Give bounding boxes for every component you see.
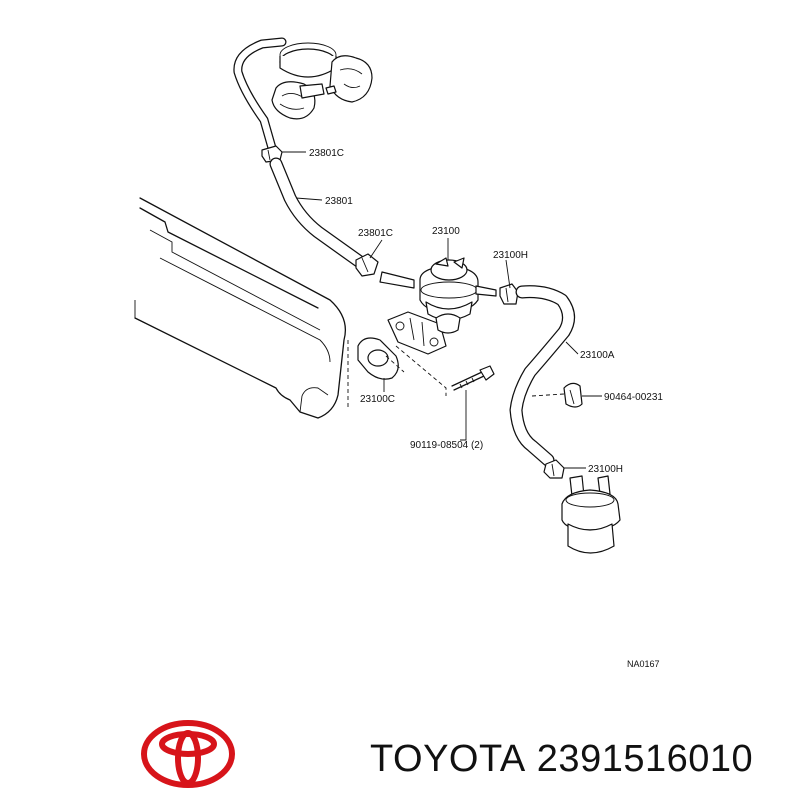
- hose-clip: [563, 382, 583, 408]
- leader-lines: [282, 151, 602, 469]
- fuel-hose-23801: [269, 157, 367, 269]
- label-bolt: 90119-08504 (2): [410, 440, 483, 451]
- label-clamp-outlet: 23100H: [493, 250, 528, 261]
- label-fuel-pump: 23100: [432, 226, 460, 237]
- brand-part-number: TOYOTA 2391516010: [370, 738, 753, 781]
- pump-gasket: [357, 337, 399, 380]
- hose-clamp-middle: [355, 253, 379, 277]
- fuel-hose-23100a: [509, 285, 575, 467]
- label-clamp-middle: 23801C: [358, 228, 393, 239]
- label-hose-outlet: 23100A: [580, 350, 615, 361]
- upper-vacuum-hose: [233, 37, 287, 153]
- hose-clamp-lower: [543, 459, 565, 479]
- fuel-pump: [387, 257, 497, 355]
- part-number: 2391516010: [536, 738, 754, 780]
- engine-head-outline: [134, 197, 349, 419]
- hose-clamp-outlet: [499, 283, 519, 305]
- vacuum-canister-assembly: [271, 42, 373, 120]
- toyota-logo-icon: [141, 720, 235, 788]
- label-hose-upper: 23801: [325, 196, 353, 207]
- pump-bolt: [451, 365, 495, 391]
- label-hose-clip: 90464-00231: [604, 392, 663, 403]
- label-clamp-upper: 23801C: [309, 148, 344, 159]
- pump-inlet-pipe: [379, 271, 415, 289]
- assembly-guides: [385, 345, 565, 397]
- brand-name: TOYOTA: [370, 738, 526, 780]
- label-gasket: 23100C: [360, 394, 395, 405]
- label-clamp-lower: 23100H: [588, 464, 623, 475]
- fuel-filter: [561, 475, 621, 554]
- diagram-code: NA0167: [627, 659, 660, 669]
